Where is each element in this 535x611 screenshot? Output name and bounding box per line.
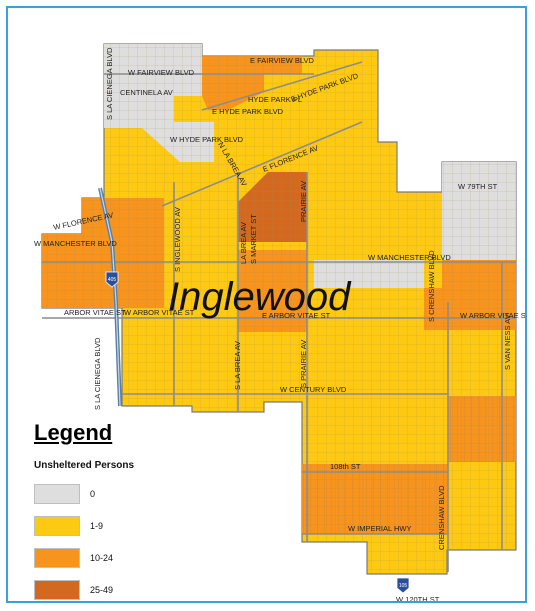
legend-swatch [34, 548, 80, 568]
highway-shield-105: 105 [396, 577, 410, 594]
street-label: S LA CIENEGA BLVD [105, 47, 114, 120]
city-label: Inglewood [168, 275, 352, 319]
legend-swatch [34, 516, 80, 536]
legend-swatch [34, 484, 80, 504]
street-label: PRAIRIE AV [299, 181, 308, 222]
street-label: CENTINELA AV [120, 88, 173, 97]
street-label: S LA CIENEGA BLVD [93, 337, 102, 410]
legend-item: 1-9 [34, 516, 103, 536]
street-label: E FAIRVIEW BLVD [250, 56, 314, 65]
street-label: W CENTURY BLVD [280, 385, 347, 394]
shield-105-label: 105 [399, 583, 408, 589]
street-label: LA BREA AV [239, 222, 248, 264]
street-label: HYDE PARK PL [248, 95, 302, 104]
street-label: S MARKET ST [249, 214, 258, 264]
legend-item-label: 10-24 [90, 553, 114, 563]
legend-swatch [34, 580, 80, 600]
legend-item: 10-24 [34, 548, 113, 568]
street-label: W ARBOR VITAE ST [124, 308, 195, 317]
legend-item-label: 0 [90, 489, 96, 499]
street-label: W MANCHESTER BLVD [34, 239, 117, 248]
street-label: E HYDE PARK BLVD [212, 107, 284, 116]
street-label: W FAIRVIEW BLVD [128, 68, 195, 77]
street-label: S PRAIRIE AV [299, 340, 308, 388]
street-label: W HYDE PARK BLVD [170, 135, 244, 144]
street-label: 108th ST [330, 462, 361, 471]
street-label: W IMPERIAL HWY [348, 524, 411, 533]
legend-item: 25-49 [34, 580, 113, 600]
street-label: S LA BREA AV [233, 341, 242, 390]
legend-item-label: 25-49 [90, 585, 114, 595]
legend-title: Legend [34, 420, 113, 445]
major-roads [42, 61, 516, 572]
street-label: W 79TH ST [458, 182, 498, 191]
legend-item: 0 [34, 484, 95, 504]
map-frame: 405 105 S LA CIENEGA BLVD W FAIRVIEW BLV… [6, 6, 527, 603]
street-label: W 120TH ST [396, 595, 440, 603]
street-label: E ARBOR VITAE ST [262, 311, 331, 320]
street-label: CRENSHAW BLVD [437, 485, 446, 550]
highway-shield-405: 405 [105, 271, 119, 288]
street-label: S CRENSHAW BLVD [427, 250, 436, 322]
street-label: ARBOR VITAE ST [64, 308, 126, 317]
street-label: S VAN NESS AV [503, 314, 512, 370]
street-label: W MANCHESTER BLVD [368, 253, 451, 262]
street-label: W ARBOR VITAE ST [460, 311, 527, 320]
shield-405-label: 405 [108, 277, 117, 283]
legend-item-label: 1-9 [90, 521, 104, 531]
street-label: S INGLEWOOD AV [173, 207, 182, 272]
legend-subtitle: Unsheltered Persons [34, 460, 135, 471]
map-canvas: 405 105 S LA CIENEGA BLVD W FAIRVIEW BLV… [34, 43, 527, 603]
